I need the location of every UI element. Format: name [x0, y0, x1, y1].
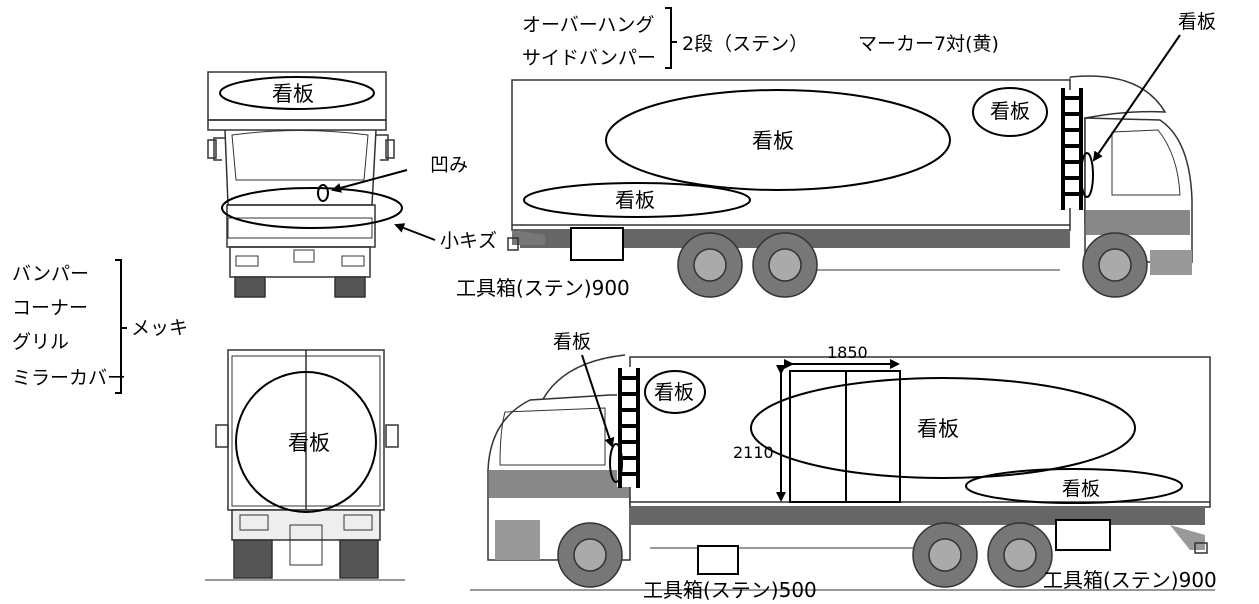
annotation-marks — [115, 7, 1183, 575]
top-kanban-ellipse-lower — [523, 182, 751, 218]
top-kanban-ellipse-right — [972, 87, 1048, 137]
bottom-kanban-ellipse-small — [644, 370, 706, 414]
label-small-scratch: 小キズ — [440, 230, 497, 252]
toolbox-bottom-mid-box — [697, 545, 739, 575]
label-grille: グリル — [12, 331, 69, 353]
kanban-bottom-large: 看板 — [917, 417, 959, 441]
label-marker: マーカー7対(黄) — [858, 33, 999, 55]
label-mirror-cover: ミラーカバー — [12, 367, 126, 389]
label-dent: 凹み — [430, 154, 468, 176]
label-two-stage: 2段（ステン） — [682, 33, 808, 55]
front-view-truck — [207, 71, 395, 298]
toolbox-top-box — [570, 227, 624, 261]
top-kanban-ellipse-large — [605, 89, 951, 191]
front-grille-ellipse — [221, 187, 403, 229]
label-toolbox-bottom-mid: 工具箱(ステン)500 — [643, 578, 817, 602]
kanban-bottom-left: 看板 — [553, 331, 591, 353]
side-view-top-truck — [507, 75, 1193, 298]
rear-kanban-ellipse — [235, 371, 377, 513]
label-bumper: バンパー — [12, 263, 89, 285]
side-view-bottom-truck — [470, 354, 1215, 591]
bottom-cab-mark — [609, 443, 623, 483]
dent-mark — [317, 184, 329, 202]
kanban-top-center: 看板 — [752, 129, 794, 153]
rear-view-truck — [205, 349, 405, 581]
kanban-top-right: 看板 — [1178, 11, 1216, 33]
top-cab-mark — [1080, 152, 1094, 198]
kanban-top-right-small: 看板 — [990, 99, 1030, 123]
toolbox-bottom-right-box — [1055, 519, 1111, 551]
kanban-bottom-lower: 看板 — [1062, 478, 1100, 500]
label-corner: コーナー — [12, 297, 88, 319]
label-side-bumper: サイドバンパー — [522, 47, 656, 69]
bottom-kanban-ellipse-large — [750, 377, 1136, 479]
label-toolbox-bottom-right: 工具箱(ステン)900 — [1043, 568, 1217, 592]
dimension-height: 2110 — [733, 443, 774, 462]
label-toolbox-top: 工具箱(ステン)900 — [456, 276, 630, 300]
kanban-rear: 看板 — [288, 431, 330, 455]
kanban-front: 看板 — [272, 82, 314, 106]
bottom-kanban-ellipse-lower — [965, 468, 1183, 504]
label-overhang: オーバーハング — [522, 14, 654, 36]
label-plating: メッキ — [131, 317, 188, 339]
front-kanban-ellipse — [219, 76, 375, 110]
kanban-bottom-small: 看板 — [654, 380, 694, 404]
kanban-top-lower: 看板 — [615, 188, 655, 212]
dimension-width: 1850 — [827, 343, 868, 362]
